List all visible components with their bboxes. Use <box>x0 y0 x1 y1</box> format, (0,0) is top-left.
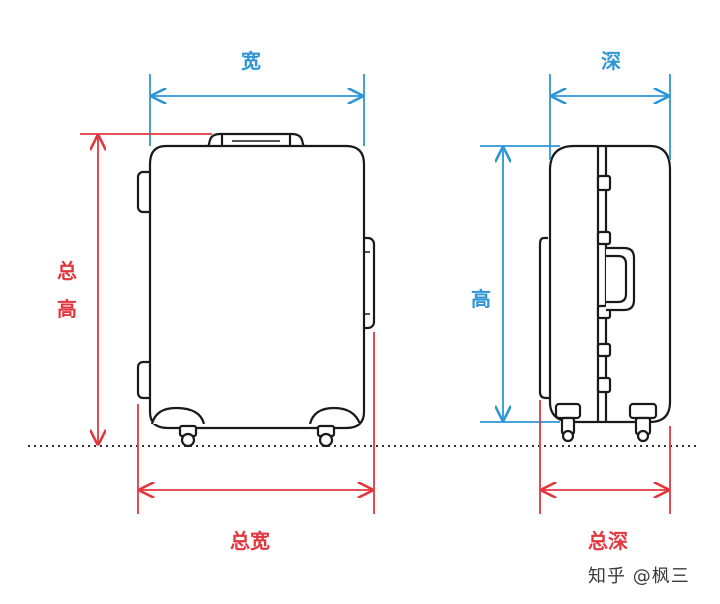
front-view-suitcase <box>136 132 376 448</box>
total-height-label-bottom: 高 <box>57 297 77 321</box>
total-width-label: 总宽 <box>230 529 270 553</box>
total-height-label-top: 总 <box>57 259 77 283</box>
total-width-dimension <box>137 332 375 514</box>
height-dimension <box>480 145 560 423</box>
side-view-suitcase <box>538 144 672 443</box>
depth-label: 深 <box>601 49 621 73</box>
watermark: 知乎 @枫三 <box>588 566 690 587</box>
total-height-dimension <box>80 133 212 444</box>
width-label: 宽 <box>241 49 261 73</box>
height-label: 高 <box>471 287 491 311</box>
total-depth-dimension <box>539 400 671 514</box>
total-depth-label: 总深 <box>588 529 628 553</box>
